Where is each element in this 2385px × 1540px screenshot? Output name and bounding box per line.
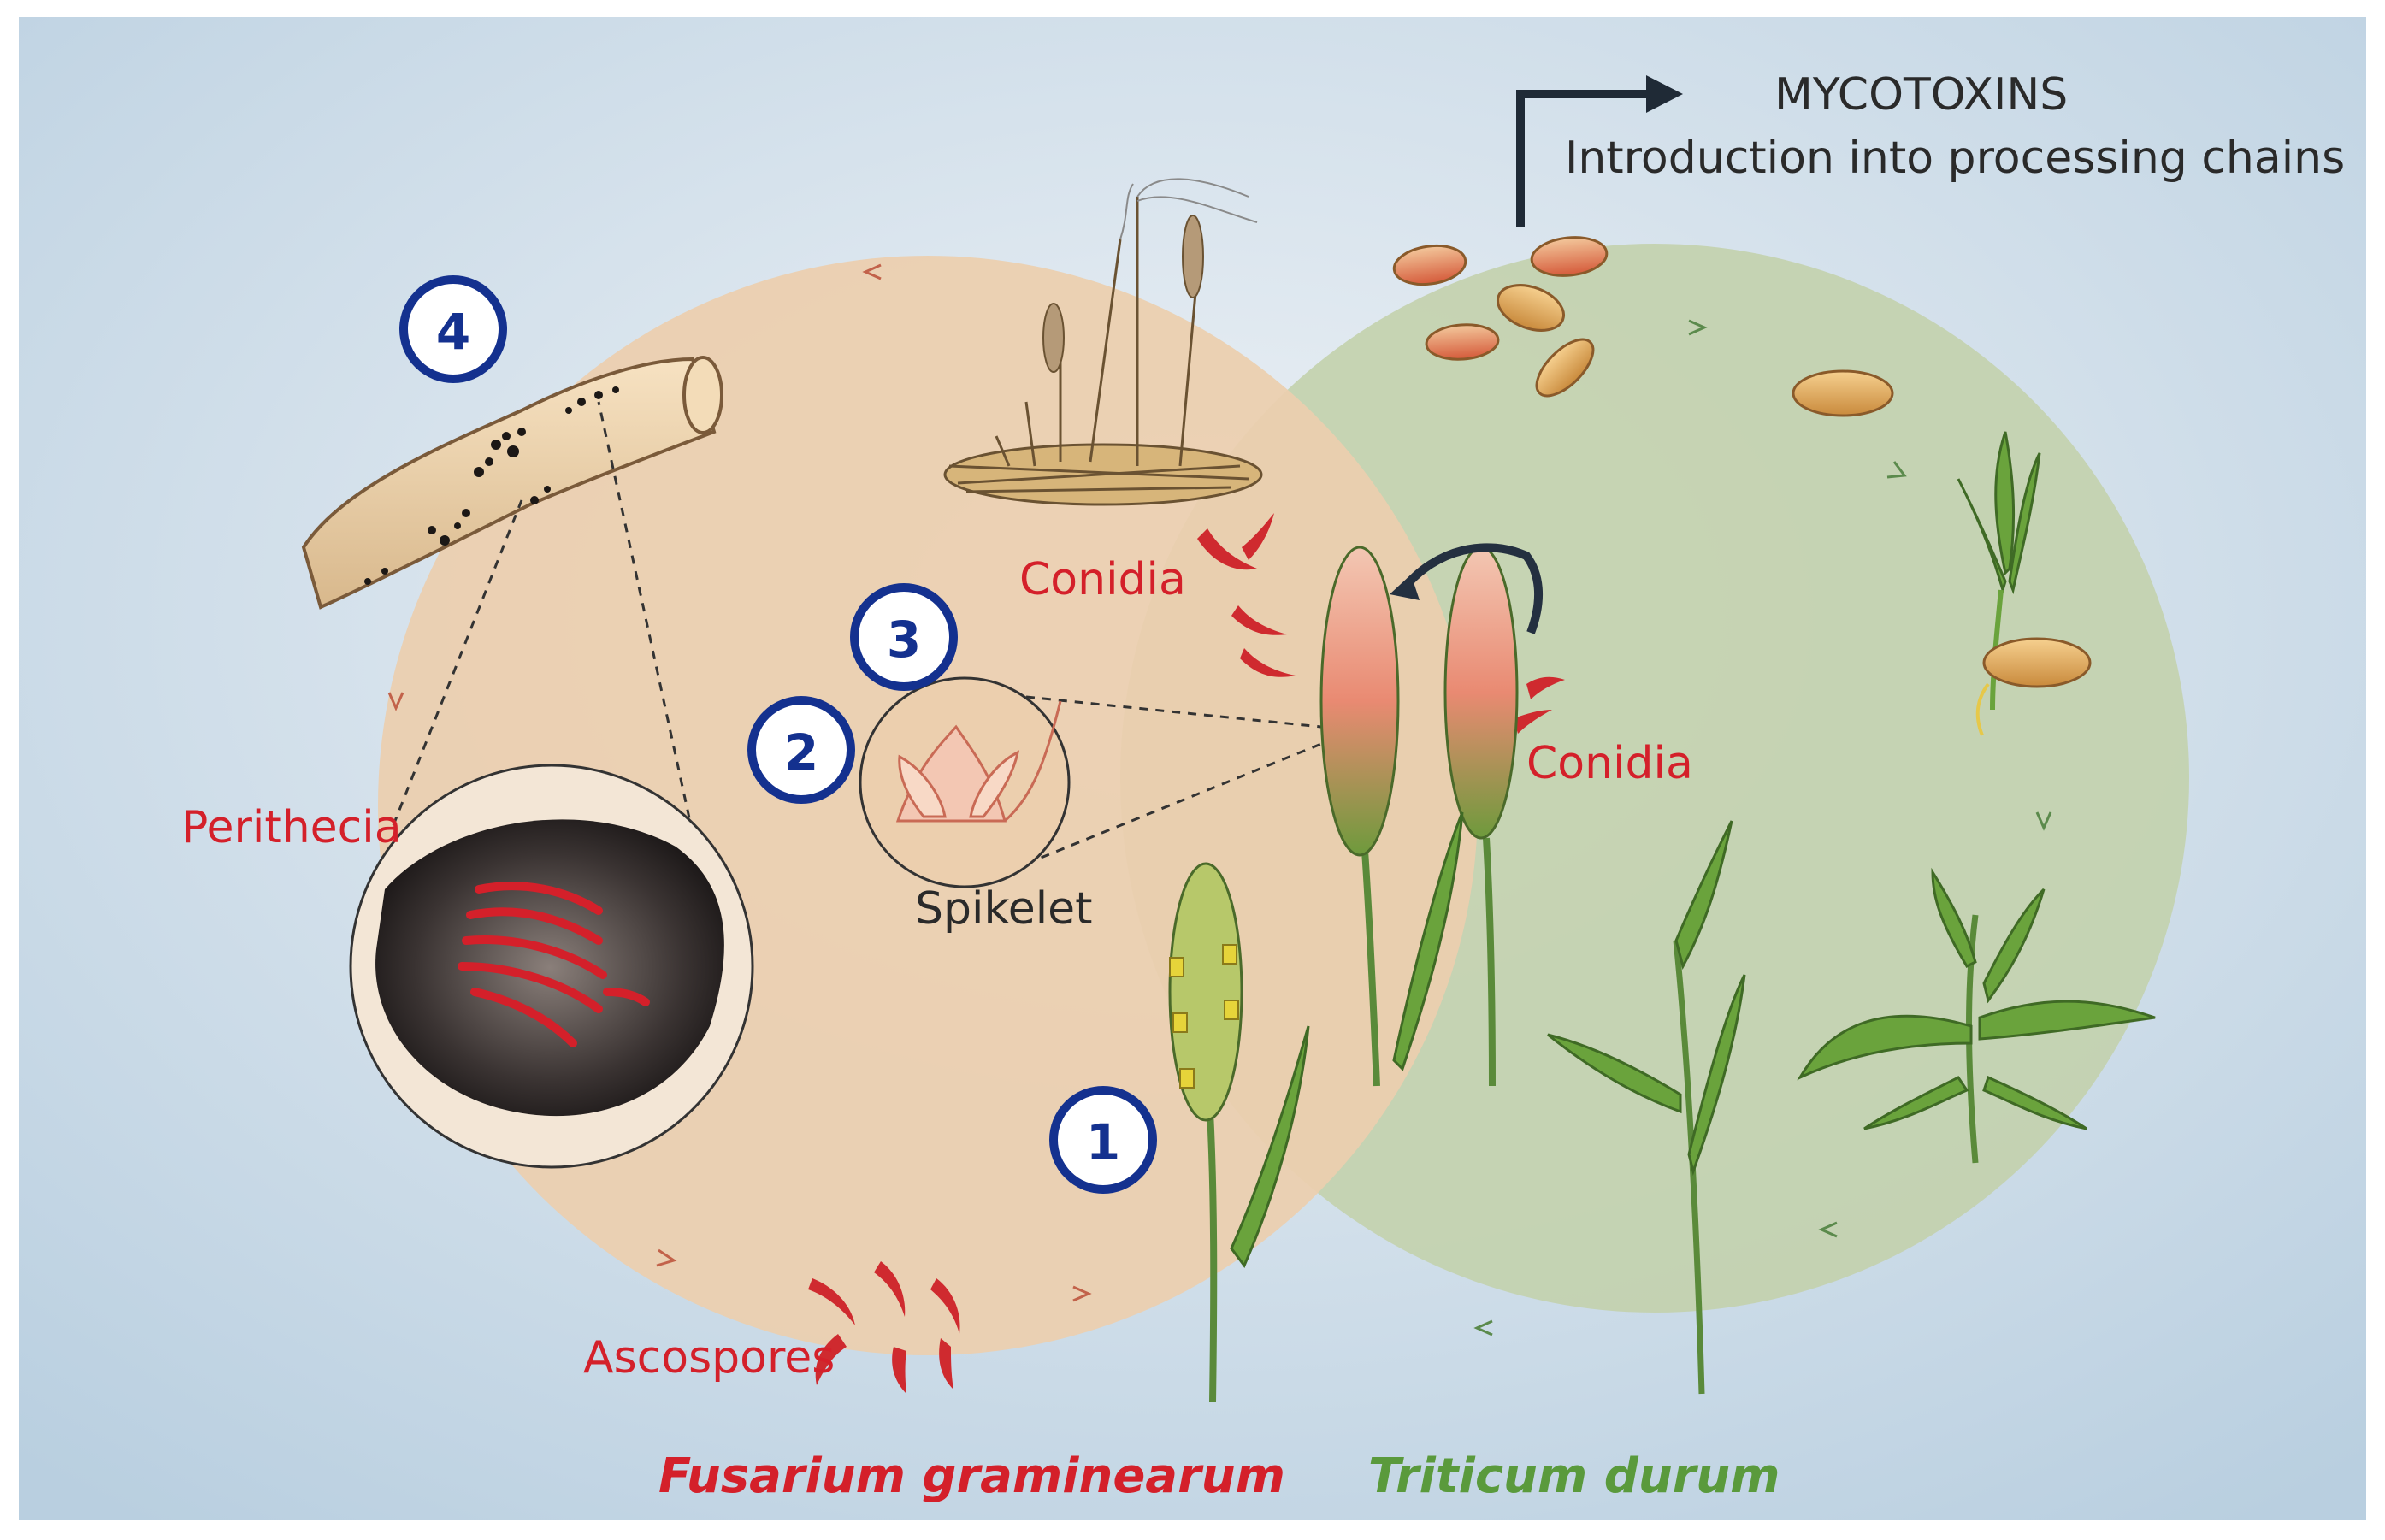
conidia-spores (1197, 513, 1565, 734)
germinating-seed (1975, 589, 2092, 736)
stage-badge-3: 3 (850, 583, 958, 691)
spikelet-zoom (859, 676, 1071, 888)
harvested-grains (1392, 236, 1894, 417)
stage-badge-4: 4 (399, 275, 507, 383)
wheat-spike-infected (1319, 543, 1544, 1087)
straw-stubble (943, 178, 1263, 506)
stage-number: 2 (784, 723, 818, 782)
conidia-label-top: Conidia (1019, 554, 1186, 605)
perithecia-label: Perithecia (181, 802, 402, 853)
triticum-species-label: Triticum durum (1368, 1449, 1780, 1504)
cycle-arrowheads (387, 263, 2052, 1336)
wheat-plants-growth (1547, 431, 2156, 1395)
ascospores-label: Ascospores (583, 1332, 835, 1384)
crop-residue-stem (301, 356, 723, 610)
mycotoxins-label: MYCOTOXINS (1774, 69, 2068, 121)
stage-number: 4 (436, 303, 470, 361)
wheat-spike-flowering (1168, 862, 1310, 1403)
stage-badge-1: 1 (1049, 1086, 1157, 1194)
fusarium-species-label: Fusarium graminearum (658, 1449, 1285, 1504)
ascospore-spores (808, 1261, 960, 1394)
stage-number: 3 (887, 611, 921, 669)
stage-number: 1 (1086, 1113, 1120, 1171)
conidia-label-right: Conidia (1526, 738, 1693, 789)
mycotoxins-arrow (1516, 75, 1683, 227)
zoom-lines (392, 401, 1322, 865)
perithecia-zoom (349, 764, 754, 1169)
spikelet-label: Spikelet (915, 883, 1093, 935)
stage-badge-2: 2 (747, 696, 855, 804)
processing-chains-label: Introduction into processing chains (1565, 133, 2345, 184)
